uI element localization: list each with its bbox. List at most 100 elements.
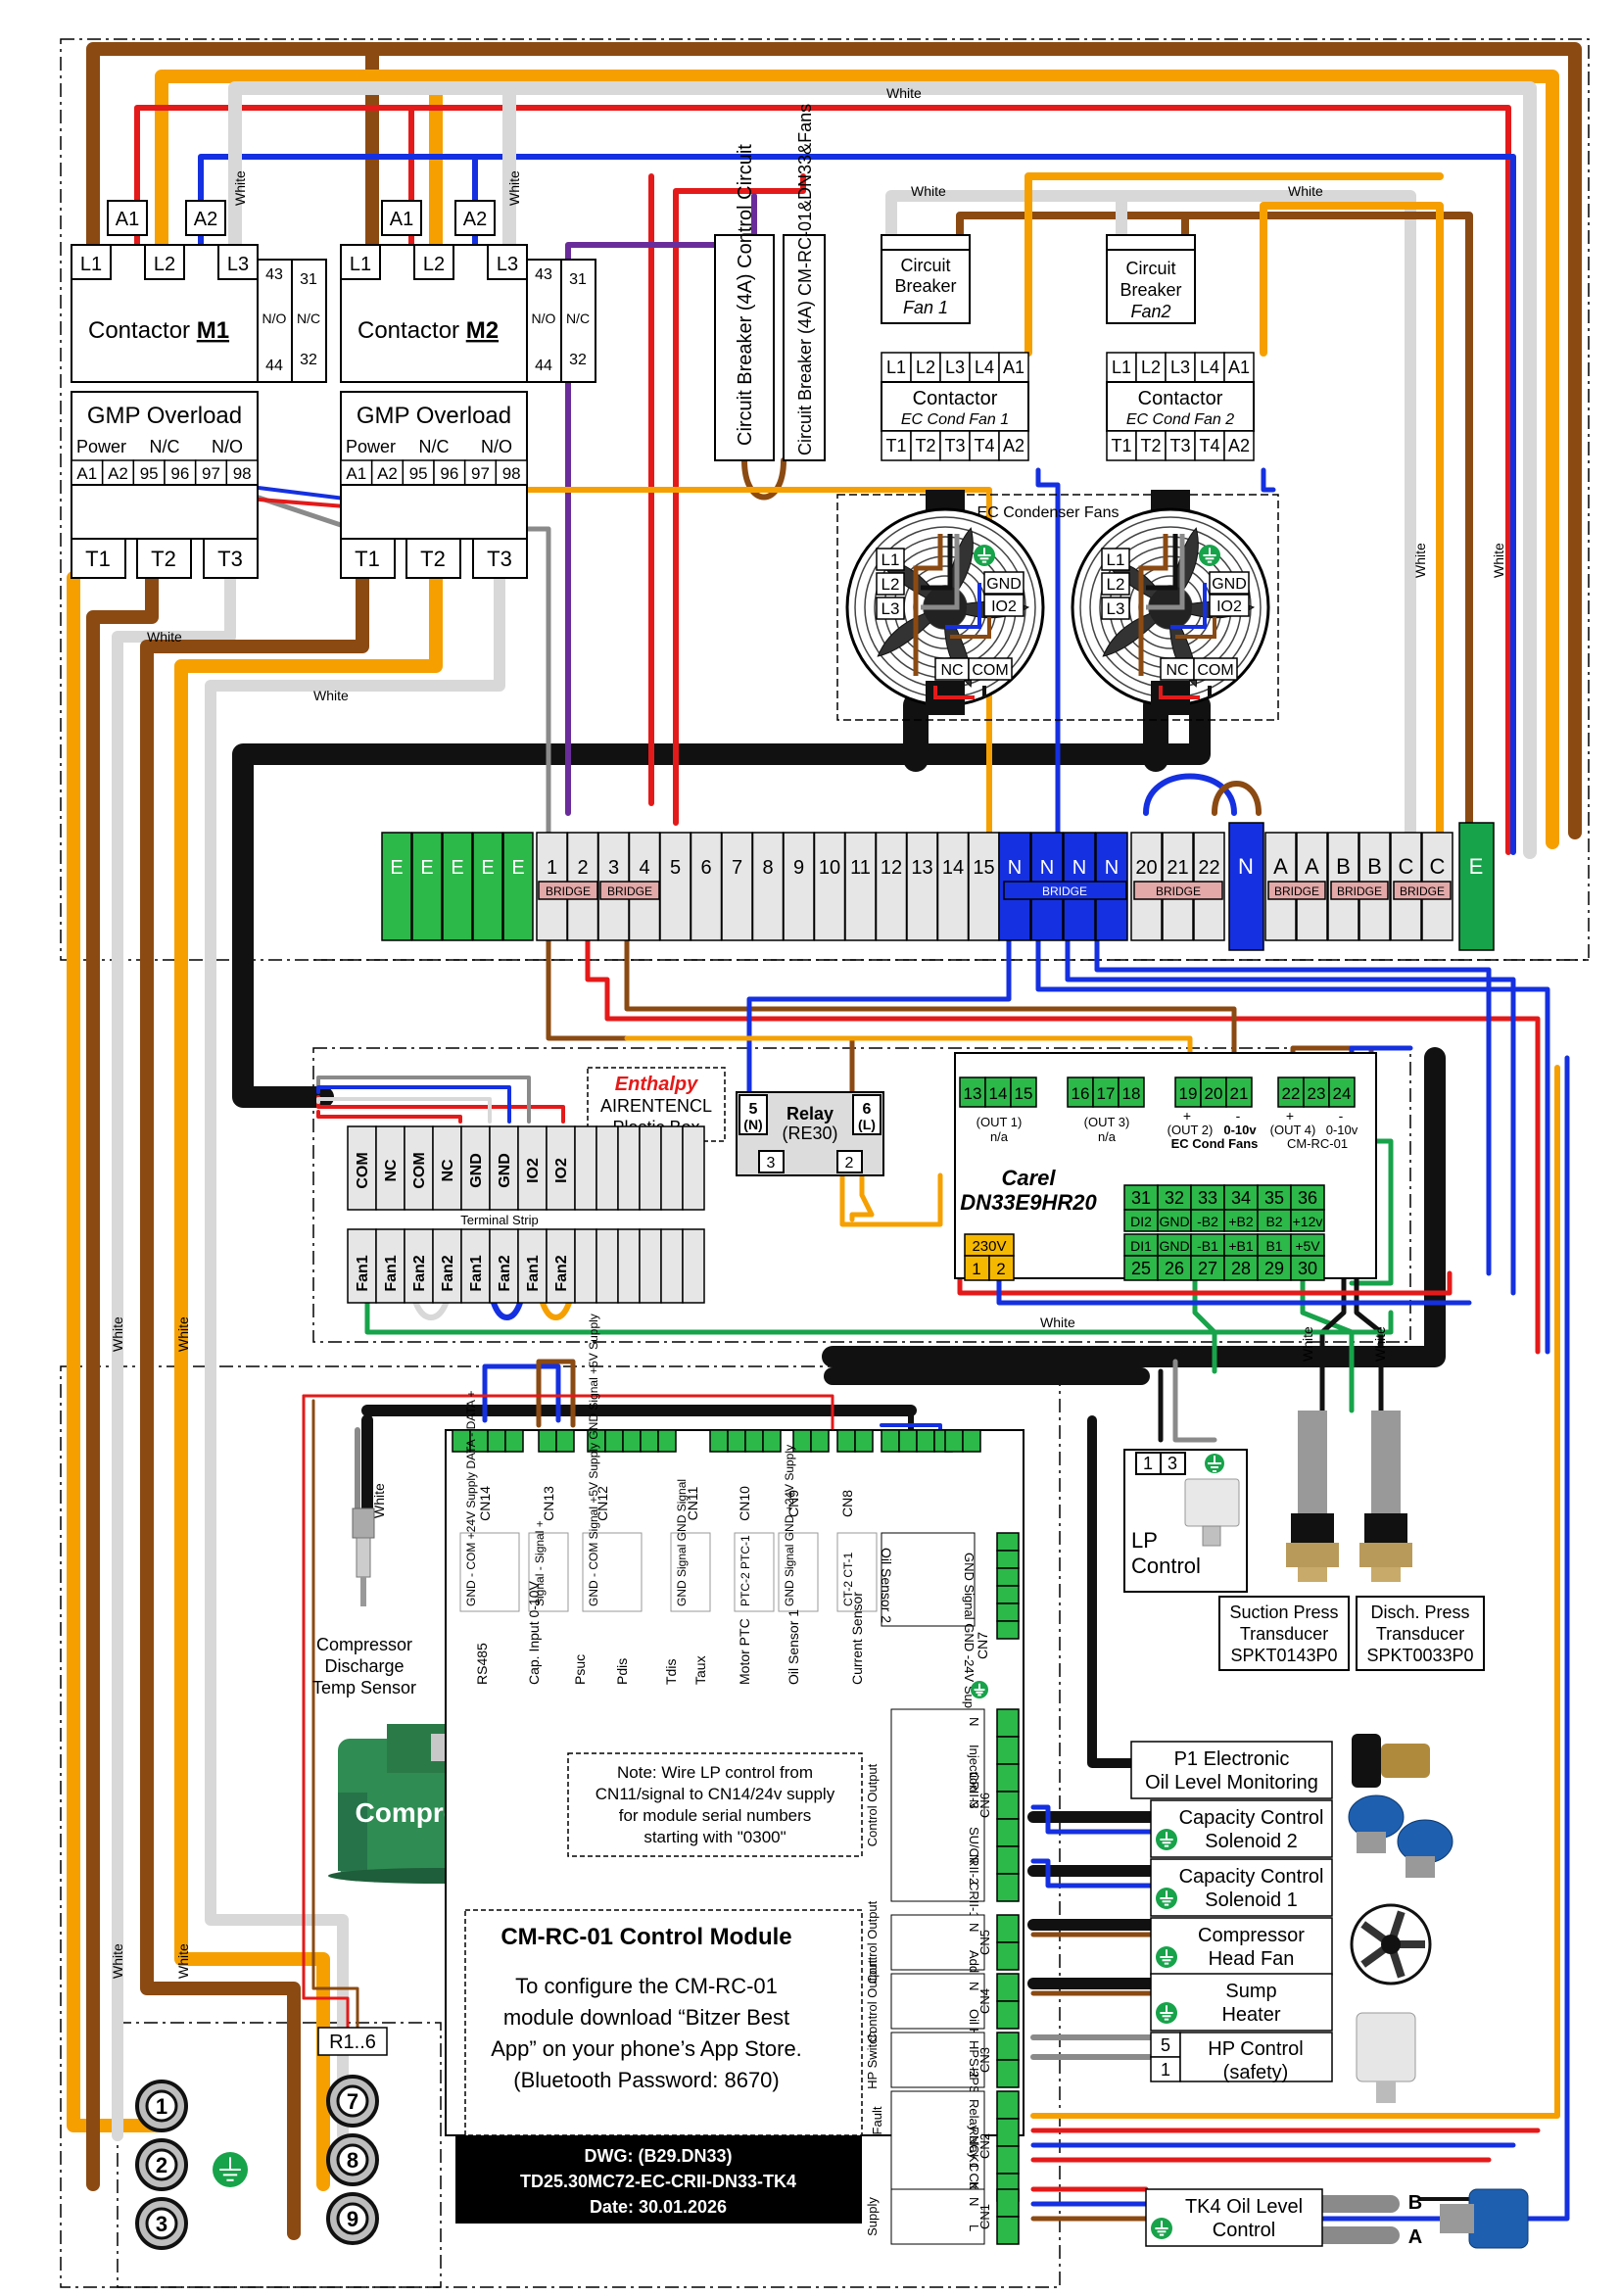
numbered-terminal: [906, 832, 938, 941]
terminal-box: [1101, 548, 1130, 571]
terminal-label: L1: [80, 254, 102, 275]
svg-text:GMP Overload: GMP Overload: [87, 403, 242, 429]
label: A2: [108, 464, 128, 483]
label: +B2: [1228, 1214, 1254, 1229]
strip-terminal-blank: [574, 1125, 597, 1211]
label: n/a: [990, 1129, 1009, 1144]
svg-text:Date: 30.01.2026: Date: 30.01.2026: [590, 2197, 727, 2217]
label: 2: [577, 857, 588, 879]
white-label: White: [232, 170, 248, 206]
label: 2: [156, 2153, 167, 2177]
label: 6: [700, 857, 711, 879]
circuit-breaker-control: Circuit Breaker (4A) Control Circuit: [714, 144, 775, 461]
label: Control: [1213, 2220, 1275, 2241]
label: A: [1408, 2226, 1422, 2248]
label: Injection: [967, 1745, 981, 1792]
label: Fan1: [468, 1255, 485, 1291]
svg-text:GMP Overload: GMP Overload: [357, 403, 511, 429]
output-device-label: [1150, 1973, 1333, 2032]
svg-text:Compressor: Compressor: [316, 1635, 412, 1654]
numbered-terminal: [751, 832, 785, 941]
ground-icon: [1156, 1946, 1177, 1968]
label: CRII-3: [967, 1772, 981, 1809]
label: To configure the CM-RC-01: [515, 1974, 778, 1998]
label: GND Signal GND Signal: [675, 1479, 689, 1606]
label: L3: [1107, 599, 1125, 618]
bridge-link: [599, 881, 660, 900]
terminal-label: L3: [227, 254, 249, 275]
terminal-label: A1: [116, 209, 139, 230]
module-output-pin: [996, 1818, 1020, 1847]
module-output-pin: [996, 1873, 1020, 1902]
white-label: White: [1288, 183, 1323, 199]
label: HP Switch: [865, 2031, 880, 2089]
module-connector-pin: [487, 1429, 506, 1453]
compressor-terminal: 3: [135, 2197, 188, 2250]
ground-icon: [974, 545, 995, 566]
drawing-title-block: DWG: (B29.DN33) TD25.30MC72-EC-CRII-DN33…: [455, 2135, 862, 2224]
svg-text:EC Cond Fan 1: EC Cond Fan 1: [901, 411, 1009, 428]
strip-terminal-blank: [682, 1125, 705, 1211]
label: T4: [1199, 436, 1219, 455]
label: L2: [1141, 358, 1161, 377]
svg-text:Fan 1: Fan 1: [903, 298, 948, 317]
label: Fan1: [355, 1255, 371, 1291]
terminal-box: [1101, 572, 1130, 596]
svg-text:43: 43: [265, 266, 283, 283]
contactor-title: Contactor M2: [357, 317, 499, 344]
svg-text:5: 5: [749, 1101, 758, 1118]
label: 13: [964, 1084, 982, 1103]
label: C: [1399, 854, 1414, 879]
module-connector-pin: [538, 1429, 557, 1453]
label: L1: [886, 358, 906, 377]
carel-input-terminal: [1223, 1255, 1259, 1281]
label: BRIDGE: [1042, 885, 1087, 898]
label: 7: [732, 857, 742, 879]
label: T4: [974, 436, 994, 455]
label: Terminal Strip: [460, 1213, 538, 1227]
ground-icon: [971, 1681, 988, 1698]
carel-input-terminal: [1290, 1255, 1325, 1281]
label: 24: [1333, 1084, 1352, 1103]
module-output-pin: [996, 2216, 1020, 2245]
svg-text:T1: T1: [85, 547, 111, 571]
numbered-terminal: [968, 832, 1000, 941]
label: 11: [850, 857, 871, 879]
numbered-terminal: [783, 832, 815, 941]
label: Fan2: [553, 1255, 570, 1291]
label: B: [1408, 2192, 1422, 2214]
label: CN13: [541, 1486, 556, 1521]
terminal-box: [164, 459, 197, 486]
label: BRIDGE: [607, 885, 652, 898]
label: 22: [1282, 1084, 1301, 1103]
label: 18: [1122, 1084, 1141, 1103]
terminal-label: L2: [154, 254, 175, 275]
label: E: [1469, 854, 1484, 879]
strip-terminal-top: [546, 1125, 576, 1211]
label: IO2: [1216, 598, 1242, 615]
label: 10: [819, 857, 840, 879]
carel-input-terminal: [1157, 1255, 1192, 1281]
label: CN10: [737, 1486, 752, 1521]
label: Cap. Input 0-10V: [526, 1580, 542, 1685]
numbered-terminal: [875, 832, 908, 941]
label: E: [511, 857, 524, 879]
terminal-label: A2: [463, 209, 487, 230]
label: CRII-1: [967, 1882, 981, 1919]
strip-terminal-bottom: [347, 1228, 377, 1304]
strip-terminal-blank: [617, 1228, 641, 1304]
label: 97: [471, 464, 490, 483]
label: 12: [881, 857, 902, 879]
label: 98: [233, 464, 252, 483]
svg-text:Breaker: Breaker: [894, 276, 956, 296]
label: Psuc: [572, 1654, 588, 1685]
label: E: [451, 857, 463, 879]
carel-input-terminal: [1257, 1255, 1292, 1281]
svg-text:LP: LP: [1131, 1528, 1158, 1553]
label: 1: [1161, 2060, 1170, 2080]
label: Fault: [870, 2106, 884, 2134]
label: 17: [1097, 1084, 1116, 1103]
label: (safety): [1223, 2062, 1289, 2083]
